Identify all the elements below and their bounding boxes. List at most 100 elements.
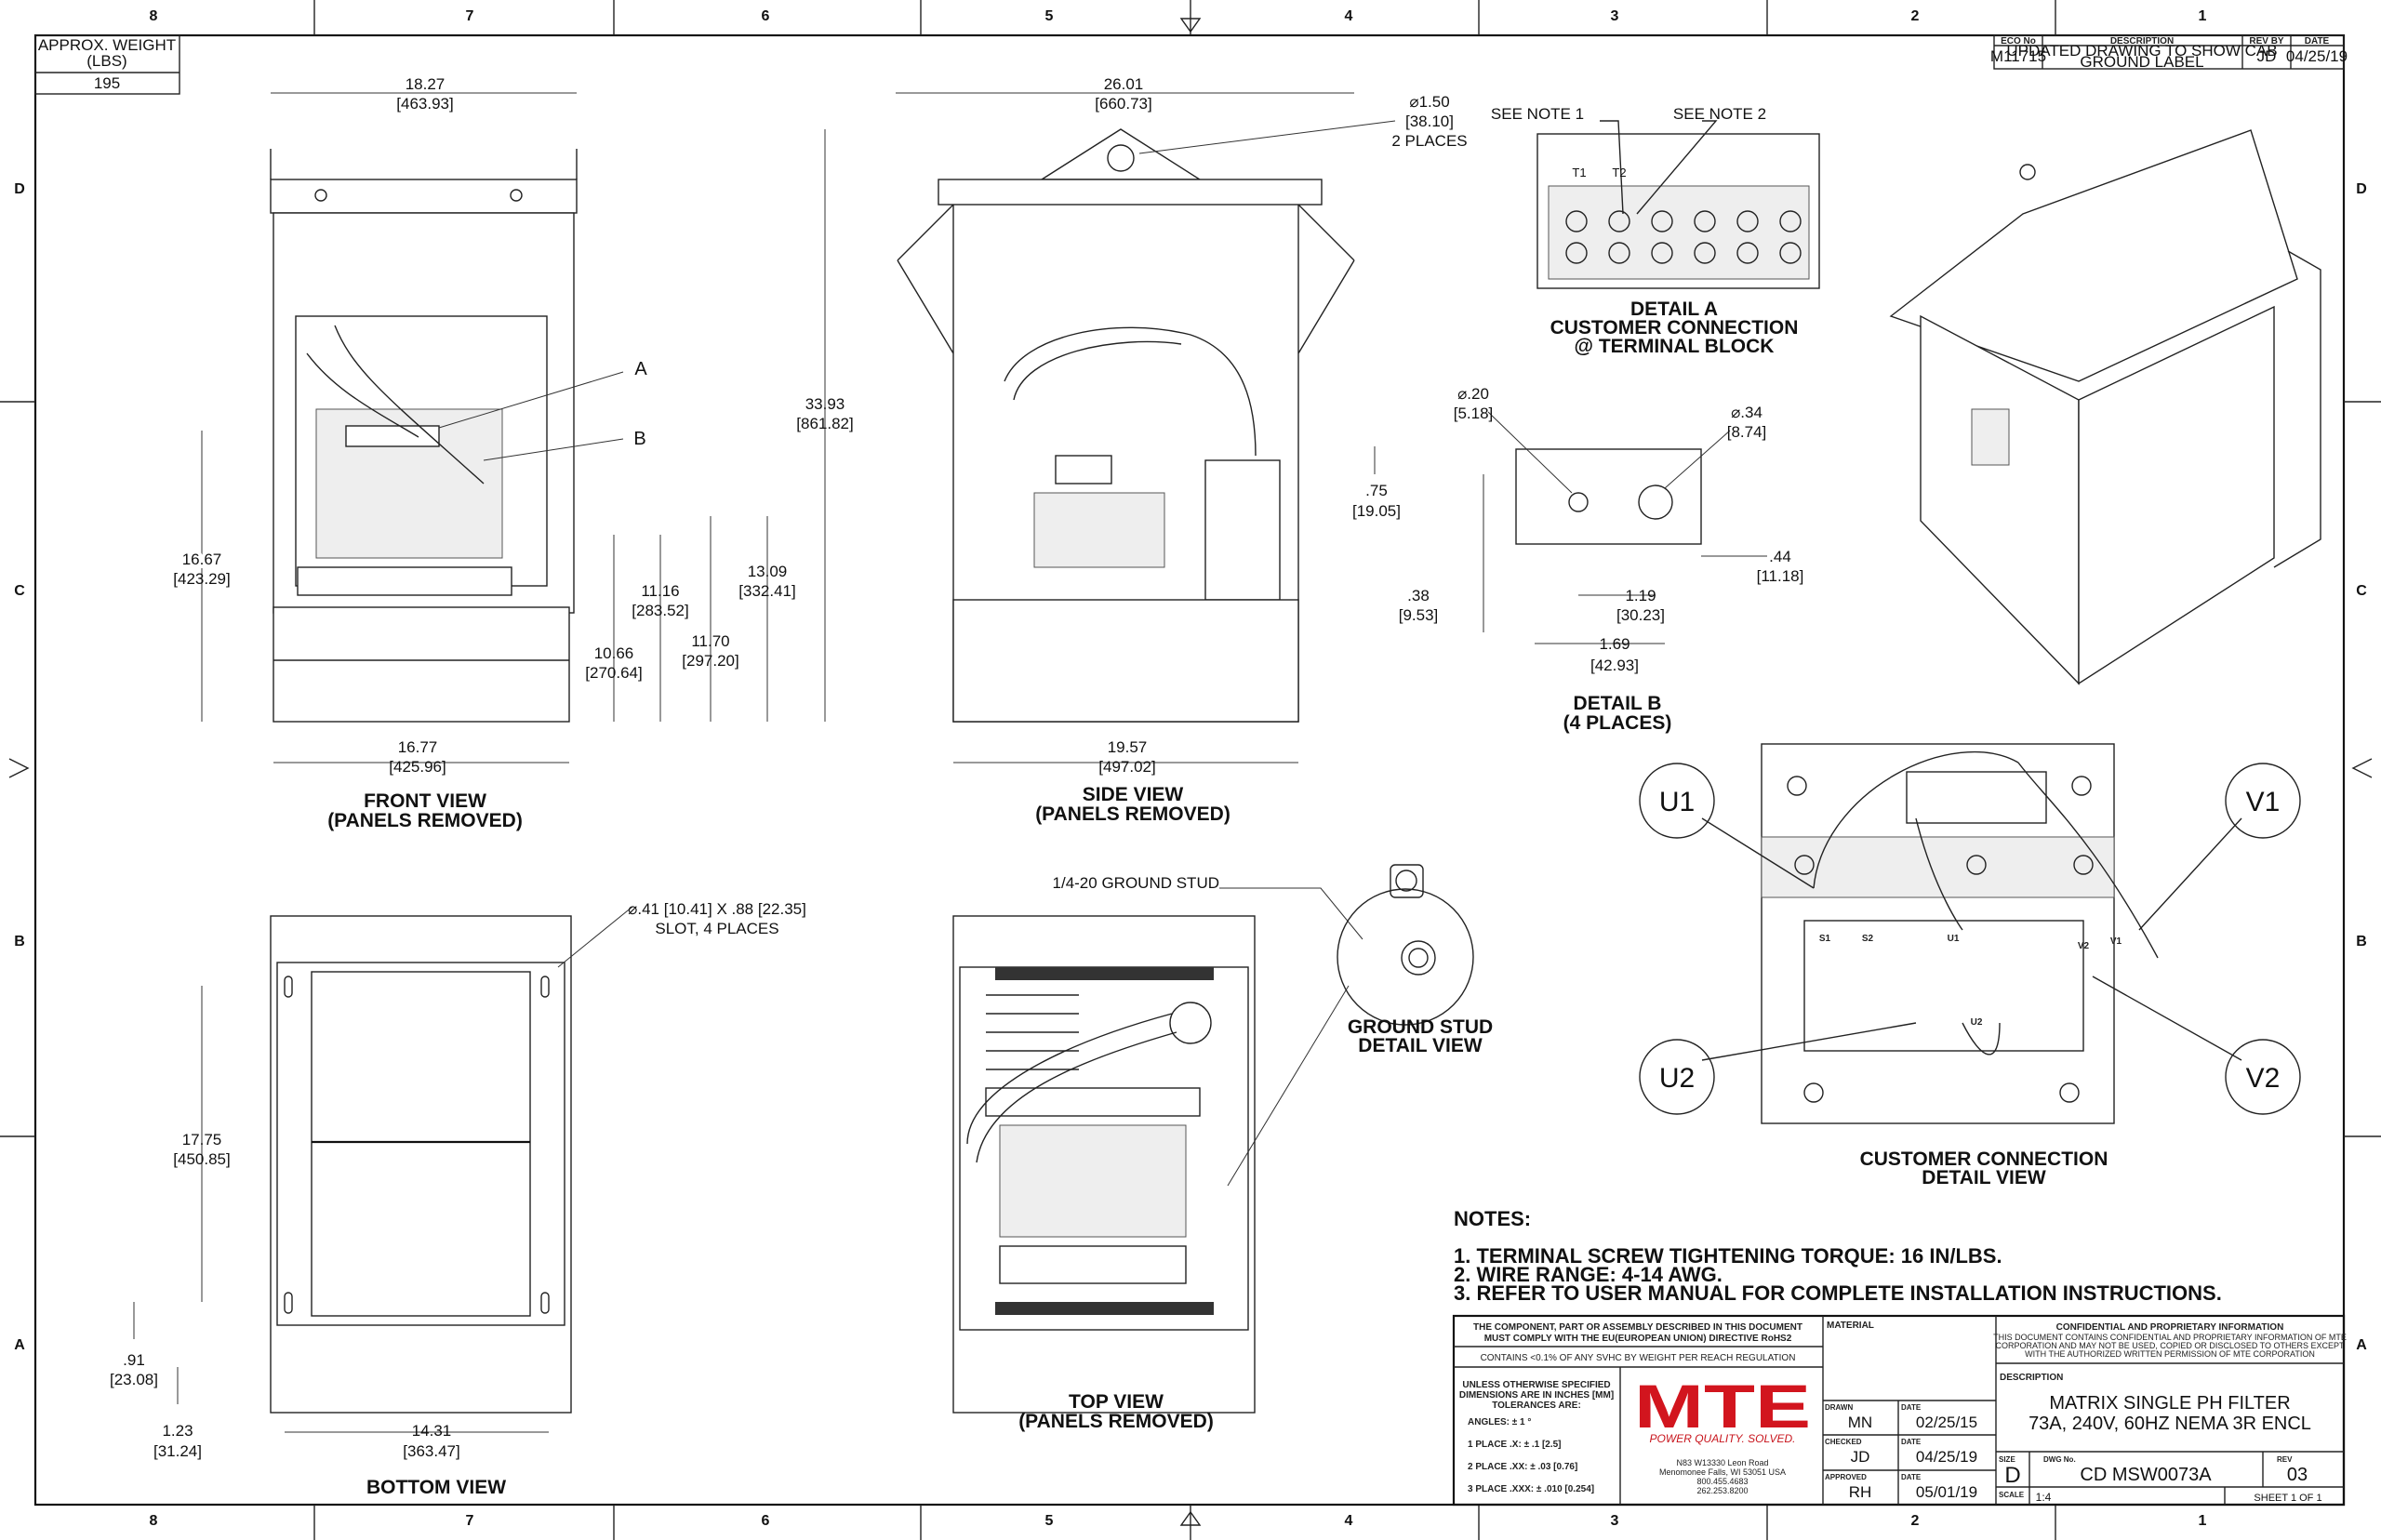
dim-detail-b-small-hole: ⌀.20 (1457, 385, 1489, 403)
scale: 1:4 (2036, 1491, 2052, 1504)
dim-lift-hole: ⌀1.50 (1409, 93, 1449, 111)
zone-col-6: 6 (762, 8, 770, 24)
dwg-no-label: DWG No. (2043, 1455, 2076, 1464)
detail-b-drawing (1374, 411, 1767, 644)
confidential-line-2: CORPORATION AND MAY NOT BE USED, COPIED … (1995, 1341, 2345, 1350)
detail-a-line2: CUSTOMER CONNECTION (1550, 317, 1799, 339)
confidential-line-3: WITH THE AUTHORIZED WRITTEN PERMISSION O… (2025, 1349, 2315, 1359)
label-v2: V2 (2078, 941, 2090, 951)
weight-box: APPROX. WEIGHT (LBS) 195 (34, 34, 180, 95)
note-3: 3. REFER TO USER MANUAL FOR COMPLETE INS… (1454, 1281, 2222, 1305)
front-view-title: FRONT VIEW (364, 790, 486, 812)
sheet-size: D (2004, 1463, 2020, 1488)
terminal-u1-callout: U1 (1659, 787, 1695, 817)
ground-stud-detail-title: GROUND STUD (1348, 1016, 1493, 1038)
zone-col-8-bottom: 8 (150, 1513, 158, 1529)
dim-front-top-term: 13.09 (748, 563, 788, 580)
dim-detail-b-small-hole-mm: [5.18] (1454, 405, 1494, 422)
description-label: DESCRIPTION (2000, 1373, 2063, 1383)
front-view-dimensions (201, 92, 768, 763)
dim-detail-b-large-hole-mm: [8.74] (1727, 423, 1767, 441)
weight-value: 195 (94, 74, 120, 92)
tolerance-1-place: 1 PLACE .X: ± .1 [2.5] (1468, 1440, 1562, 1450)
approved-label: APPROVED (1825, 1473, 1867, 1481)
dim-side-height-mm: [861.82] (796, 415, 853, 432)
zone-col-2: 2 (1911, 8, 1920, 24)
dim-side-width: 26.01 (1104, 75, 1144, 93)
bottom-slot-note: SLOT, 4 PLACES (655, 920, 778, 937)
rohs-line-2: MUST COMPLY WITH THE EU(EUROPEAN UNION) … (1484, 1334, 1792, 1344)
zone-col-4: 4 (1345, 8, 1353, 24)
detail-a-line3: @ TERMINAL BLOCK (1575, 336, 1775, 357)
size-label: SIZE (1999, 1455, 2015, 1464)
dim-side-width-mm: [660.73] (1095, 95, 1151, 113)
bottom-view-title: BOTTOM VIEW (366, 1477, 506, 1498)
mte-logo-text: MTE (1634, 1372, 1811, 1440)
confidential-line-1: THIS DOCUMENT CONTAINS CONFIDENTIAL AND … (1993, 1333, 2347, 1342)
note-2: 2. WIRE RANGE: 4-14 AWG. (1454, 1263, 1723, 1286)
zone-col-2-bottom: 2 (1911, 1513, 1920, 1529)
side-view-drawing (897, 128, 1355, 723)
dim-front-mid-mm: [297.20] (682, 652, 738, 670)
top-view-title: TOP VIEW (1069, 1391, 1164, 1413)
zone-row-a-right: A (2356, 1337, 2367, 1353)
eco-header: ECO No (2001, 36, 2036, 46)
detail-a-title: DETAIL A (1630, 299, 1718, 320)
checked-date: 04/25/19 (1916, 1448, 1977, 1466)
description-line-2: 73A, 240V, 60HZ NEMA 3R ENCL (2029, 1414, 2311, 1434)
dim-detail-b-total: 1.69 (1599, 635, 1629, 653)
tolerance-line-1: UNLESS OTHERWISE SPECIFIED (1462, 1380, 1610, 1390)
dim-bottom-width-mm: [363.47] (403, 1442, 459, 1460)
address-line-1: N83 W13330 Leon Road (1676, 1458, 1768, 1467)
tolerance-line-3: TOLERANCES ARE: (1492, 1401, 1581, 1411)
dim-detail-b-edge-mm: [11.18] (1757, 567, 1804, 585)
dim-side-base-mm: [497.02] (1098, 758, 1155, 776)
dim-front-base-width: 16.77 (398, 738, 438, 756)
svhc-note: CONTAINS <0.1% OF ANY SVHC BY WEIGHT PER… (1481, 1353, 1796, 1363)
zone-row-c: C (14, 583, 25, 599)
ground-stud-detail-subtitle: DETAIL VIEW (1358, 1035, 1483, 1056)
weight-units: (LBS) (86, 52, 126, 70)
zone-col-3: 3 (1611, 8, 1619, 24)
dim-detail-b-spacing: 1.19 (1625, 587, 1656, 604)
dim-bottom-edge: .91 (123, 1351, 145, 1369)
dim-detail-b-edge: .44 (1769, 548, 1791, 565)
zone-col-7-bottom: 7 (466, 1513, 474, 1529)
isometric-view-drawing (1889, 129, 2321, 685)
tolerance-angles: ANGLES: ± 1 ° (1468, 1417, 1531, 1427)
tolerance-2-place: 2 PLACE .XX: ± .03 [0.76] (1468, 1462, 1577, 1472)
zone-col-1-bottom: 1 (2199, 1513, 2207, 1529)
dim-side-base: 19.57 (1108, 738, 1148, 756)
weight-label: APPROX. WEIGHT (38, 36, 176, 54)
eco-revby-header: REV BY (2249, 36, 2284, 46)
customer-connection-drawing (1639, 743, 2301, 1124)
zone-row-c-right: C (2356, 583, 2367, 599)
address-phone-2: 262.253.8200 (1696, 1486, 1748, 1495)
dim-detail-b-offset: .38 (1407, 587, 1430, 604)
tolerance-3-place: 3 PLACE .XXX: ± .010 [0.254] (1468, 1484, 1594, 1494)
label-u1: U1 (1948, 934, 1960, 944)
drawing-number: CD MSW0073A (2080, 1465, 2212, 1485)
eco-description-1: UPDATED DRAWING TO SHOW CAB (2006, 42, 2277, 60)
zone-labels: 8 7 6 5 4 3 2 1 8 7 6 5 4 3 2 1 D C B A … (14, 8, 2367, 1529)
confidential-title: CONFIDENTIAL AND PROPRIETARY INFORMATION (2056, 1322, 2284, 1333)
revision: 03 (2287, 1465, 2308, 1485)
dim-front-mid: 11.70 (691, 632, 729, 650)
eco-description-2: GROUND LABEL (2080, 53, 2203, 71)
dim-front-low-mm: [270.64] (585, 664, 642, 682)
notes-title: NOTES: (1454, 1207, 1531, 1230)
dim-side-height: 33.93 (805, 395, 845, 413)
zone-col-4-bottom: 4 (1345, 1513, 1353, 1529)
rev-label: REV (2277, 1455, 2293, 1464)
dim-front-b-height-mm: [283.52] (632, 602, 688, 619)
rohs-line-1: THE COMPONENT, PART OR ASSEMBLY DESCRIBE… (1473, 1322, 1802, 1333)
title-block: THE COMPONENT, PART OR ASSEMBLY DESCRIBE… (1452, 1314, 2347, 1507)
dim-front-width-mm: [463.93] (396, 95, 453, 113)
drawn-label: DRAWN (1825, 1403, 1853, 1412)
bottom-view-drawing (133, 906, 633, 1433)
eco-date-header: DATE (2305, 36, 2330, 46)
zone-row-b-right: B (2356, 934, 2367, 949)
detail-a-drawing (1536, 120, 1820, 289)
